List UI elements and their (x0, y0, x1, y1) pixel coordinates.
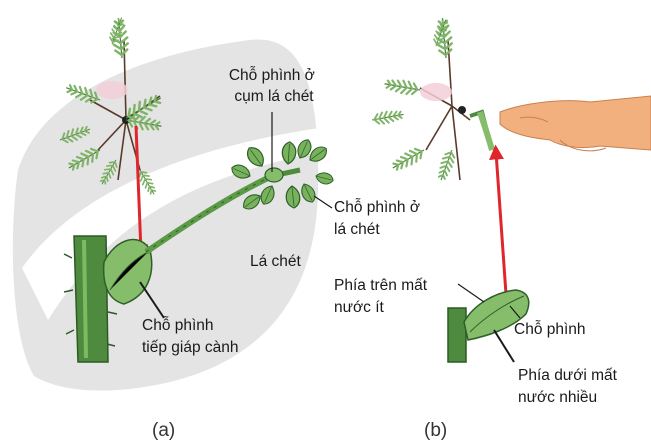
panel-a: Chỗ phình ở cụm lá chét Chỗ phình ở lá c… (13, 16, 425, 441)
mimosa-plant-drooping (371, 18, 492, 182)
panel-b: Phía trên mất nước ít Chỗ phình Phía dướ… (334, 18, 651, 441)
label-swelling: Chỗ phình (514, 321, 586, 338)
leader-upper-side (458, 284, 484, 302)
caption-b: (b) (424, 420, 447, 441)
label-lower-side: Phía dưới mất nước nhiều (518, 367, 621, 406)
red-arrow-icon (496, 152, 506, 294)
label-leaflet: Lá chét (250, 253, 302, 270)
label-upper-side: Phía trên mất nước ít (334, 277, 431, 316)
leader-lower-side (494, 330, 514, 362)
caption-a: (a) (152, 420, 175, 441)
label-leaflet-swelling: Chỗ phình ở lá chét (334, 199, 424, 238)
pointing-hand-icon (500, 96, 651, 151)
